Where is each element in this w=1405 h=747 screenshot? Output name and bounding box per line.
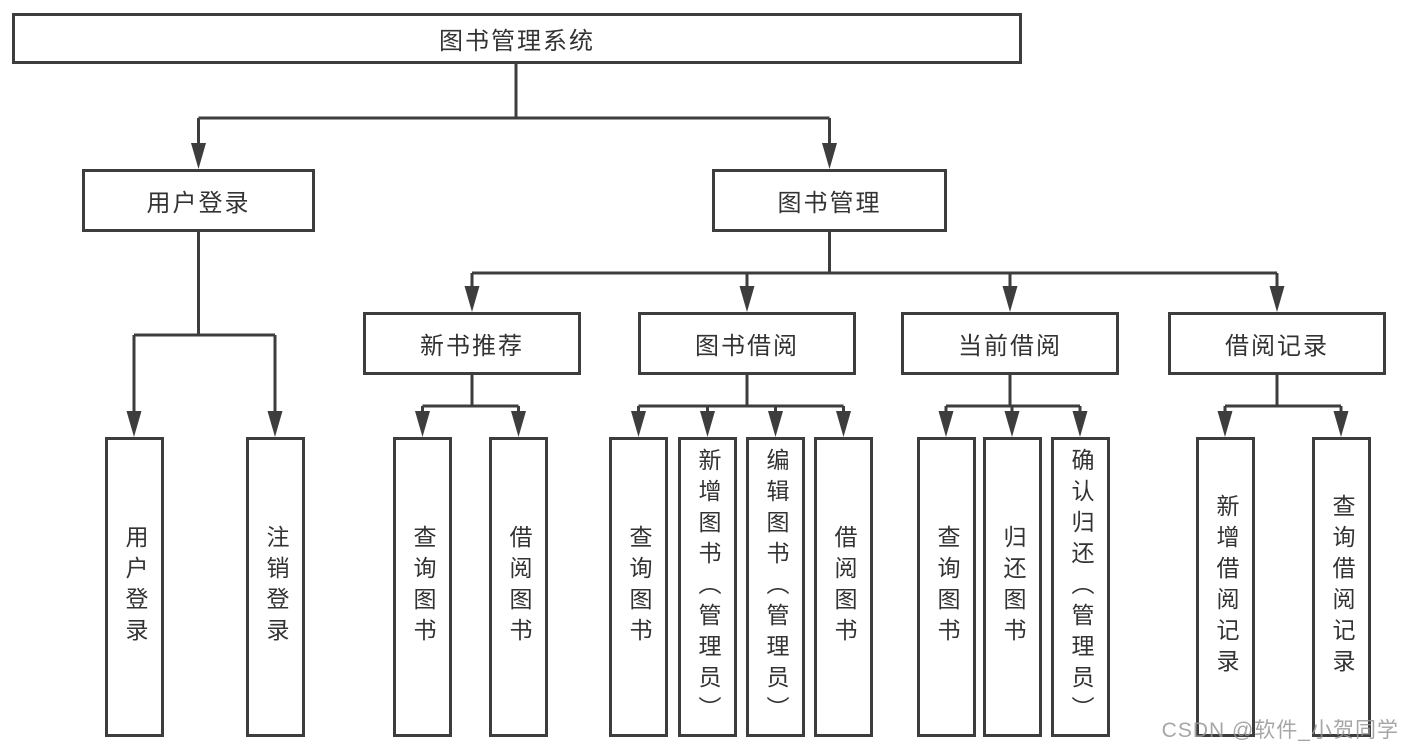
node-user-login-label: 用户登录	[146, 190, 251, 217]
leaf-return-books-label: 归还图书	[1000, 525, 1026, 649]
leaf-recommend-borrow-books-label: 借阅图书	[506, 525, 532, 649]
node-user-login: 用户登录	[82, 169, 315, 232]
node-book-management-label: 图书管理	[777, 190, 882, 217]
leaf-add-books-admin: 新增图书（管理员）	[678, 437, 737, 737]
leaf-user-login: 用户登录	[105, 437, 164, 737]
node-root: 图书管理系统	[12, 13, 1022, 64]
leaf-confirm-return-admin: 确认归还（管理员）	[1051, 437, 1110, 737]
node-book-borrow: 图书借阅	[638, 312, 856, 375]
leaf-logout-label: 注销登录	[263, 525, 289, 649]
leaf-query-borrow-record-label: 查询借阅记录	[1329, 494, 1355, 680]
leaf-edit-books-admin: 编辑图书（管理员）	[746, 437, 805, 737]
leaf-add-borrow-record: 新增借阅记录	[1196, 437, 1255, 737]
leaf-edit-books-admin-label: 编辑图书（管理员）	[763, 447, 789, 727]
node-new-book-recommend-label: 新书推荐	[420, 333, 524, 360]
leaf-current-query-books: 查询图书	[917, 437, 976, 737]
node-root-label: 图书管理系统	[439, 28, 595, 55]
leaf-recommend-query-books-label: 查询图书	[410, 525, 436, 649]
leaf-add-books-admin-label: 新增图书（管理员）	[695, 447, 721, 727]
leaf-current-query-books-label: 查询图书	[934, 525, 960, 649]
leaf-borrow-query-books: 查询图书	[609, 437, 668, 737]
leaf-confirm-return-admin-label: 确认归还（管理员）	[1068, 447, 1094, 727]
leaf-recommend-query-books: 查询图书	[393, 437, 452, 737]
node-current-borrow: 当前借阅	[901, 312, 1119, 375]
leaf-query-borrow-record: 查询借阅记录	[1312, 437, 1371, 737]
leaf-borrow-query-books-label: 查询图书	[626, 525, 652, 649]
leaf-borrow-books-label: 借阅图书	[831, 525, 857, 649]
node-book-management: 图书管理	[712, 169, 947, 232]
leaf-return-books: 归还图书	[983, 437, 1042, 737]
leaf-user-login-label: 用户登录	[122, 525, 148, 649]
leaf-logout: 注销登录	[246, 437, 305, 737]
leaf-recommend-borrow-books: 借阅图书	[489, 437, 548, 737]
node-borrow-records-label: 借阅记录	[1225, 333, 1329, 360]
node-new-book-recommend: 新书推荐	[363, 312, 581, 375]
node-book-borrow-label: 图书借阅	[695, 333, 799, 360]
node-current-borrow-label: 当前借阅	[958, 333, 1062, 360]
leaf-borrow-books: 借阅图书	[814, 437, 873, 737]
leaf-add-borrow-record-label: 新增借阅记录	[1213, 494, 1239, 680]
arrowheads	[126, 143, 1349, 437]
node-borrow-records: 借阅记录	[1168, 312, 1386, 375]
